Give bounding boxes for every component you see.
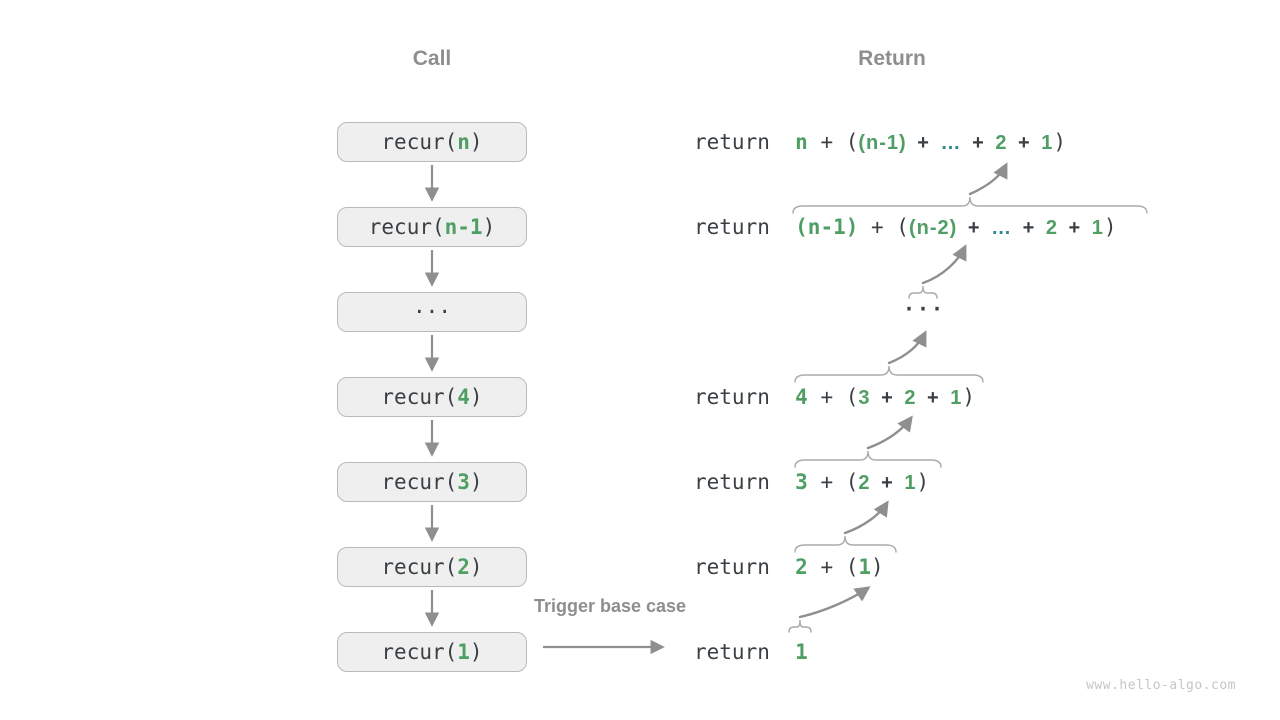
code-token: ··· [413,300,451,324]
code-token: 2 [795,555,808,579]
code-token: recur( [381,130,458,154]
code-token: + ( [858,215,909,239]
code-token: … [991,217,1013,239]
code-token: ) [1053,130,1067,154]
code-token: + ( [807,555,859,579]
return-line-n: return n + ((n-1) + … + 2 + 1) [694,129,1066,155]
code-token: ) [1103,215,1117,239]
return-arrow-ellipsis-to-n-1-icon [921,244,967,285]
call-column-header: Call [412,47,452,70]
code-token: return [694,385,796,409]
code-token: ) [962,385,976,409]
code-token: (n-2) [908,217,958,239]
return-line-n-1: return (n-1) + ((n-2) + … + 2 + 1) [694,214,1117,240]
code-token: 1 [950,387,963,409]
code-token: + ( [807,130,859,154]
code-token: recur( [381,385,458,409]
code-token: … [940,132,962,154]
return-arrow-1-to-2-icon [798,586,871,619]
brace-return-n-1-icon [792,196,1148,214]
code-token: + [1007,132,1042,154]
code-token: (n-1) [858,132,907,154]
return-arrow-3-to-4-icon [866,415,913,450]
code-token: 4 [457,385,470,409]
code-token: 1 [904,472,917,494]
call-box-recur-4: recur(4) [337,377,527,417]
code-token: + ( [807,470,859,494]
code-token: ) [469,385,483,409]
code-token: return [694,555,796,579]
code-token: return [694,470,796,494]
code-token: 1 [795,640,808,664]
code-token: 1 [1041,132,1054,154]
brace-return-1-icon [788,619,812,633]
code-token: return [694,215,796,239]
call-box-recur-n: recur(n) [337,122,527,162]
watermark: www.hello-algo.com [1086,678,1236,693]
code-token: + [957,217,992,239]
trigger-base-case-label: Trigger base case [533,596,687,616]
code-token: 4 [795,385,808,409]
code-token: + [870,472,905,494]
code-token: ) [482,215,496,239]
code-token: ) [916,470,930,494]
code-token: recur( [381,640,458,664]
code-token: (n-1) [795,215,859,239]
return-arrow-2-to-3-icon [843,500,889,535]
code-token: + [870,387,905,409]
return-line-3: return 3 + (2 + 1) [694,469,929,495]
code-token: 1 [1091,217,1104,239]
return-ellipsis: ··· [902,297,946,321]
code-token: recur( [368,215,445,239]
code-token: 2 [457,555,470,579]
call-box-ellipsis: ··· [337,292,527,332]
code-token: ) [469,130,483,154]
code-token: return [694,130,796,154]
code-token: return [694,640,796,664]
code-token: 3 [795,470,808,494]
code-token: + [916,387,951,409]
code-token: recur( [381,555,458,579]
code-token: 1 [457,640,470,664]
brace-return-3-icon [794,450,942,468]
call-box-recur-2: recur(2) [337,547,527,587]
brace-return-4-icon [794,365,984,383]
code-token: recur( [381,470,458,494]
code-token: n [795,130,808,154]
code-token: + ( [807,385,859,409]
return-line-4: return 4 + (3 + 2 + 1) [694,384,975,410]
call-box-recur-n-1: recur(n-1) [337,207,527,247]
code-token: ) [871,555,884,579]
code-token: 3 [457,470,470,494]
code-token: 3 [858,387,871,409]
code-token: 2 [904,387,917,409]
call-box-recur-1: recur(1) [337,632,527,672]
code-token: ) [469,555,483,579]
return-line-2: return 2 + (1) [694,554,884,580]
return-line-1: return 1 [694,639,808,665]
code-token: 2 [995,132,1008,154]
return-arrow-4-to-ellipsis-icon [887,330,927,365]
code-token: ) [469,640,483,664]
code-token: 2 [858,472,871,494]
brace-return-2-icon [794,535,897,553]
code-token: ) [469,470,483,494]
code-token: + [1012,217,1046,239]
code-token: 2 [1045,217,1058,239]
code-token: + [961,132,996,154]
code-token: + [906,132,941,154]
code-token: 1 [858,555,872,579]
return-arrow-n-1-to-n-icon [968,162,1008,196]
code-token: + [1058,217,1092,239]
call-box-recur-3: recur(3) [337,462,527,502]
return-column-header: Return [858,47,926,70]
code-token: n [457,130,470,154]
code-token: n-1 [444,215,483,239]
